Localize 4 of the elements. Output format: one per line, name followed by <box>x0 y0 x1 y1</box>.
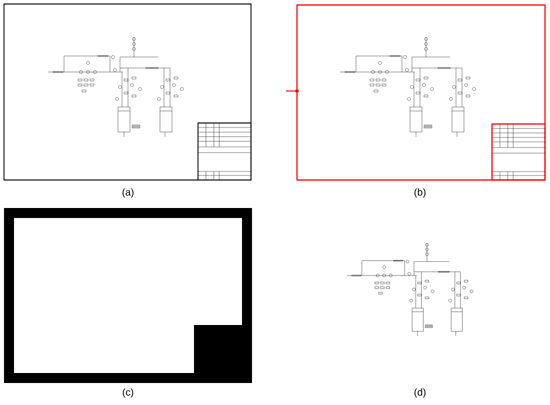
panel-label: (c) <box>122 388 134 398</box>
panel-label: (d) <box>414 388 426 398</box>
panel-label: (a) <box>122 188 134 198</box>
panel-label: (b) <box>414 188 426 198</box>
